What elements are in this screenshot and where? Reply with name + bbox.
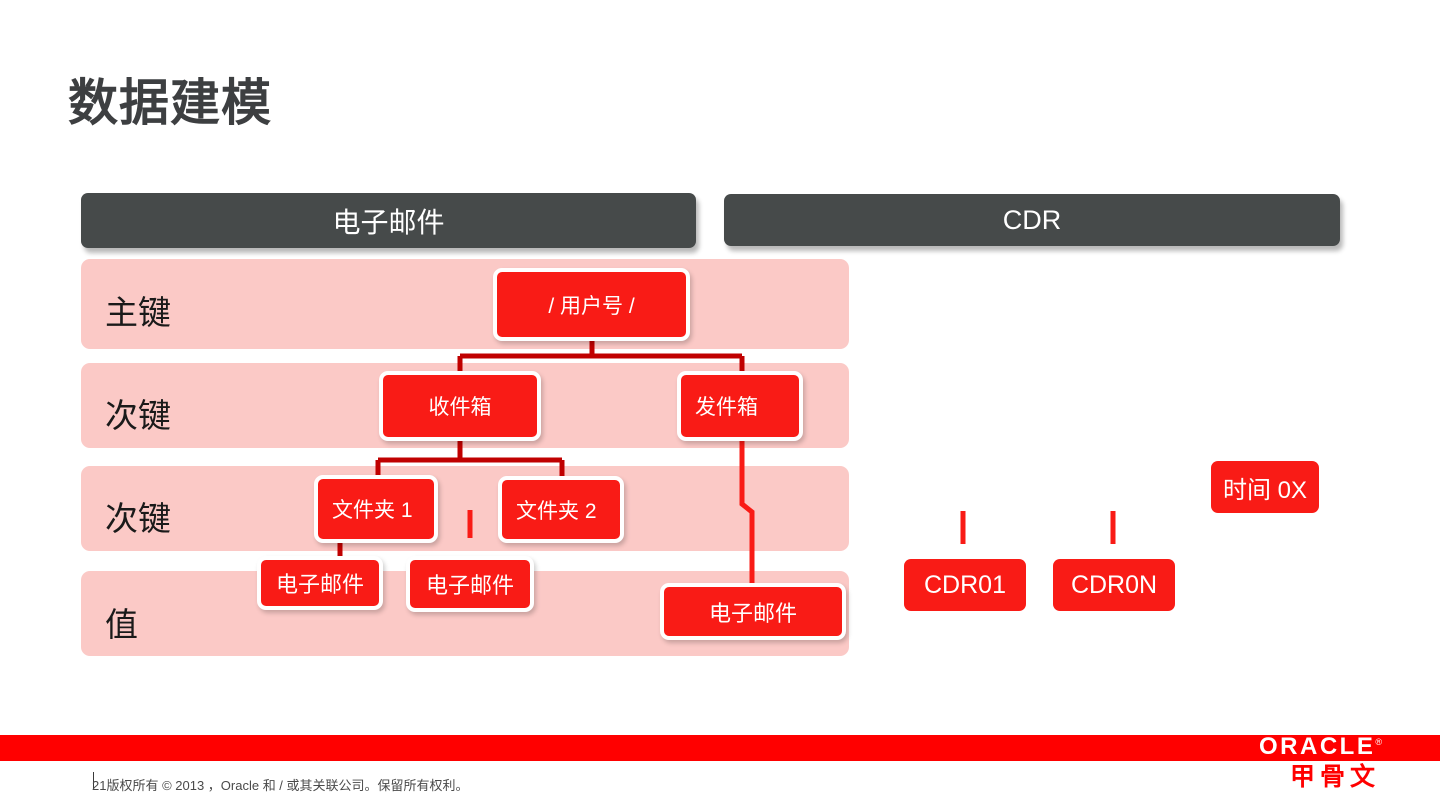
node-email-value-1-label: 电子邮件 (275, 572, 364, 597)
node-time-0x[interactable]: 时间 0X (1211, 461, 1319, 513)
section-header-cdr-label: CDR (1002, 204, 1062, 235)
node-folder-2-label: 文件夹 2 (516, 499, 597, 523)
section-header-email-label: 电子邮件 (332, 206, 445, 238)
node-inbox[interactable]: 收件箱 (379, 371, 541, 441)
page-title: 数据建模 (68, 75, 272, 131)
node-cdr01[interactable]: CDR01 (904, 559, 1026, 611)
node-outbox[interactable]: 发件箱 (677, 371, 803, 441)
section-header-cdr: CDR (724, 194, 1340, 246)
node-folder-2[interactable]: 文件夹 2 (498, 476, 624, 543)
node-inbox-label: 收件箱 (428, 396, 492, 419)
node-folder-1[interactable]: 文件夹 1 (314, 475, 438, 543)
oracle-logo-trademark-icon: ® (1375, 737, 1382, 747)
node-cdr0n[interactable]: CDR0N (1053, 559, 1175, 611)
key-row-primary: 主键 (81, 259, 849, 349)
node-email-value-3-label: 电子邮件 (708, 600, 797, 626)
oracle-logo-wordmark: ORACLE® (1259, 733, 1382, 761)
node-folder-1-label: 文件夹 1 (332, 499, 413, 522)
node-cdr01-label: CDR01 (924, 570, 1006, 599)
key-row-label-secondary-2: 次键 (105, 500, 171, 537)
node-email-value-2-label: 电子邮件 (425, 573, 514, 598)
footer-red-band (0, 735, 1440, 761)
node-outbox-label: 发件箱 (695, 396, 758, 419)
text-cursor (93, 772, 94, 790)
section-header-email: 电子邮件 (81, 193, 696, 248)
node-email-value-3[interactable]: 电子邮件 (660, 583, 846, 640)
node-cdr0n-label: CDR0N (1070, 570, 1158, 599)
oracle-logo-chinese: 甲骨文 (1289, 763, 1380, 791)
oracle-logo-text: ORACLE (1259, 733, 1376, 760)
key-row-label-primary: 主键 (105, 294, 171, 331)
footer-copyright: 21版权所有 © 2013 ，Oracle 和 / 或其关联公司。保留所有权利。 (92, 778, 469, 793)
key-row-label-secondary-1: 次键 (105, 397, 171, 434)
node-email-value-2[interactable]: 电子邮件 (406, 556, 534, 612)
key-row-secondary-2: 次键 (81, 466, 849, 551)
node-time-0x-label: 时间 0X (1222, 476, 1308, 504)
key-row-label-value: 值 (105, 606, 138, 643)
node-primary-key-userid-label: / 用户号 / (548, 294, 635, 318)
node-email-value-1[interactable]: 电子邮件 (257, 556, 383, 610)
node-primary-key-userid[interactable]: / 用户号 / (493, 268, 690, 341)
